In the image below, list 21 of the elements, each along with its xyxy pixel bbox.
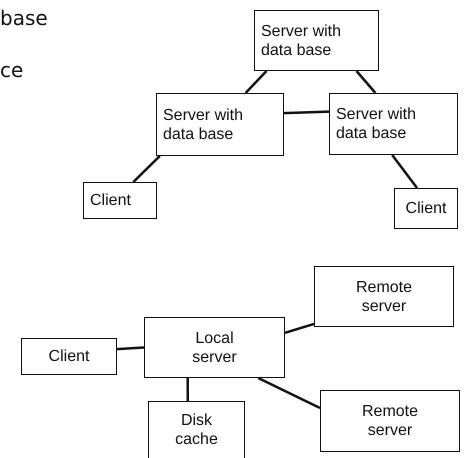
connector-line bbox=[356, 70, 376, 94]
server-box: Server with data base bbox=[329, 93, 458, 155]
server-box: Client bbox=[394, 188, 458, 229]
connector-line bbox=[284, 322, 314, 334]
connector-line bbox=[116, 346, 144, 350]
server-box: Local server bbox=[144, 317, 285, 378]
server-box: Server with data base bbox=[156, 93, 284, 156]
connector-line bbox=[284, 110, 330, 114]
connector-line bbox=[244, 70, 268, 94]
connector-line bbox=[258, 376, 321, 410]
server-box: Remote server bbox=[314, 266, 454, 327]
server-box: Client bbox=[83, 182, 157, 219]
server-box: Disk cache bbox=[148, 401, 245, 458]
connector-line bbox=[186, 378, 190, 401]
server-box: Server with data base bbox=[254, 10, 379, 71]
server-box: Client bbox=[21, 338, 117, 375]
connector-line bbox=[132, 155, 161, 183]
heading-fragment: ce bbox=[0, 58, 24, 82]
server-box: Remote server bbox=[320, 390, 460, 452]
heading-fragment: base bbox=[0, 6, 48, 30]
connector-line bbox=[391, 154, 418, 189]
